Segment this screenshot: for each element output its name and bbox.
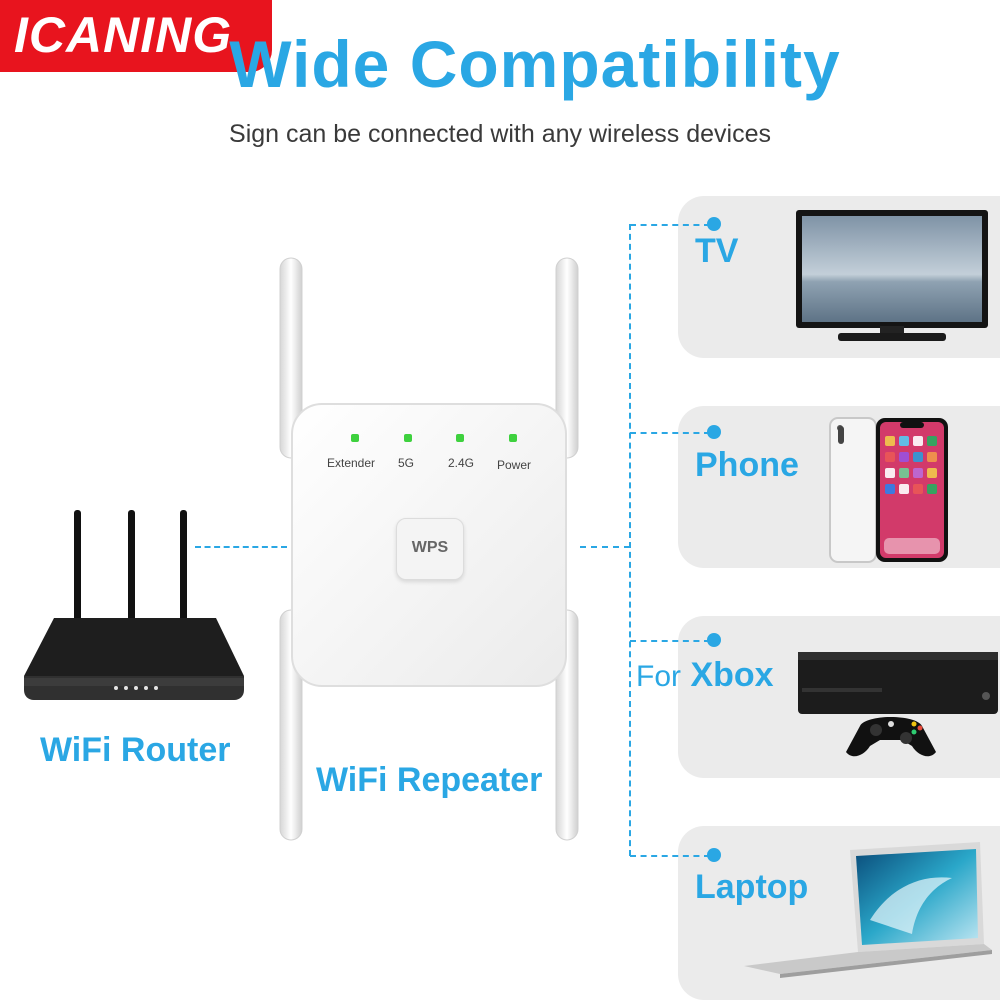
tv-icon	[796, 210, 988, 341]
page-title: Wide Compatibility	[0, 26, 1000, 102]
device-label-tv: TV	[695, 232, 739, 270]
device-label-xbox: Xbox	[690, 656, 774, 694]
phone-connector-dot	[707, 425, 721, 439]
laptop-connector-dot	[707, 848, 721, 862]
xbox-connector-dot	[707, 633, 721, 647]
brand-logo-text: ICANING	[14, 7, 233, 63]
2-4g-indicator-label: 2.4G	[448, 456, 475, 470]
router-connection-line	[195, 546, 287, 548]
xbox-connector	[630, 640, 710, 642]
5g-led	[404, 434, 412, 442]
power-indicator-label: Power	[497, 458, 532, 472]
laptop-connector	[630, 855, 710, 857]
laptop-icon	[744, 842, 992, 978]
repeater-connection-line	[580, 546, 630, 548]
xbox-icon	[798, 652, 998, 757]
wps-button-label: WPS	[411, 539, 449, 556]
extender-indicator-label: Extender	[327, 456, 376, 470]
device-label-phone: Phone	[695, 446, 799, 484]
2-4g-led	[456, 434, 464, 442]
tv-connector	[630, 224, 710, 226]
device-label-laptop: Laptop	[695, 868, 809, 906]
page-title-text: Wide Compatibility	[229, 27, 841, 101]
wps-button[interactable]: WPS	[396, 518, 464, 580]
phone-connector	[630, 432, 710, 434]
extender-led	[351, 434, 359, 442]
router-label: WiFi Router	[40, 731, 231, 769]
5g-indicator-label: 5G	[398, 456, 415, 470]
page-subtitle: Sign can be connected with any wireless …	[229, 120, 771, 148]
repeater-label: WiFi Repeater	[316, 761, 543, 799]
phone-icon	[829, 417, 948, 563]
device-bus-line	[629, 224, 631, 856]
tv-connector-dot	[707, 217, 721, 231]
brand-badge	[0, 0, 272, 72]
device-label-xbox-group: For Xbox	[636, 656, 774, 695]
device-label-xbox-prefix: For	[636, 660, 681, 693]
router-icon	[24, 510, 244, 700]
power-led	[509, 434, 517, 442]
